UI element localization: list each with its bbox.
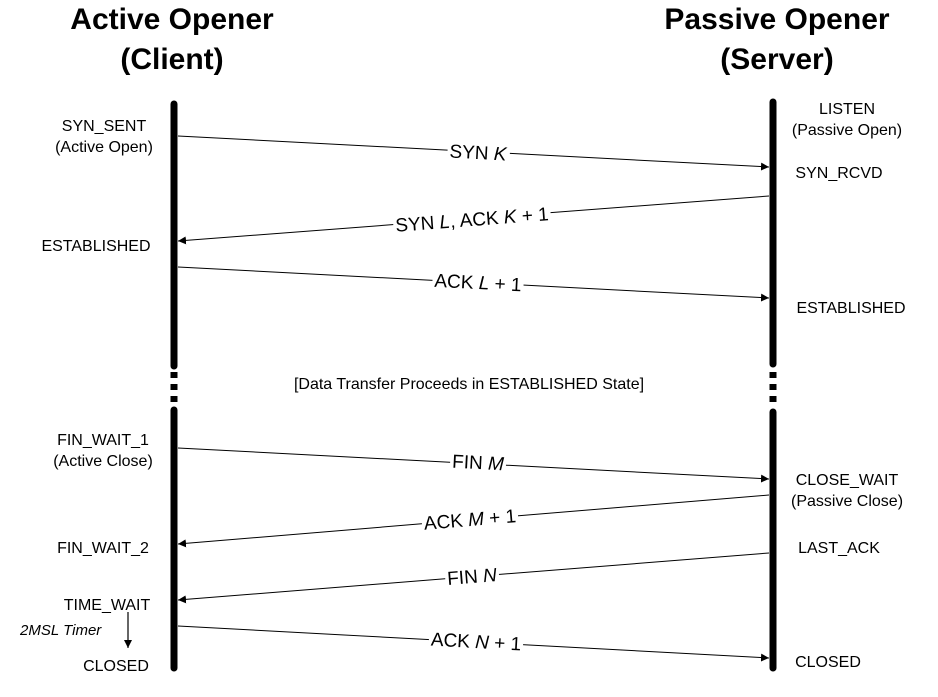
state-name: ESTABLISHED [796,300,906,317]
state-name: TIME_WAIT [63,597,151,614]
client-header-subtitle: (Client) [120,43,224,76]
state-name: SYN_SENT [61,118,147,135]
message-label: ACK M + 1 [423,506,517,535]
message-label-background [432,272,524,295]
client-state-established: ESTABLISHED [0,236,196,257]
state-name: LISTEN [818,101,875,118]
message-label-background [428,631,524,654]
server-state-closed: CLOSED [728,652,928,673]
message-label: FIN N [446,565,497,590]
state-name: LAST_ACK [798,540,880,557]
timer-label: 2MSL Timer [20,622,102,639]
state-name: CLOSE_WAIT [795,472,899,489]
message-label: ACK N + 1 [430,630,521,656]
state-note: (Active Open) [55,139,153,156]
message-label-background [444,566,500,589]
data-transfer-note: [Data Transfer Proceeds in ESTABLISHED S… [293,376,645,393]
message-label: FIN M [452,452,505,476]
state-name: CLOSED [795,654,861,671]
server-header-subtitle: (Server) [720,43,834,76]
state-note: (Active Close) [53,453,153,470]
message-label: ACK L + 1 [434,271,522,297]
state-name: CLOSED [83,658,149,675]
message-label-background [449,453,507,474]
state-note: (Passive Close) [790,493,904,510]
state-note: (Passive Open) [791,122,903,139]
message-label-background [447,143,511,164]
client-state-closed: CLOSED [16,656,216,677]
client-state-fin-wait-1: FIN_WAIT_1 (Active Close) [3,430,203,472]
server-state-listen: LISTEN (Passive Open) [747,99,938,141]
client-state-syn-sent: SYN_SENT (Active Open) [4,116,204,158]
message-label: SYN L, ACK K + 1 [395,204,550,237]
server-state-established: ESTABLISHED [751,298,938,319]
client-header-title: Active Opener [70,3,274,36]
server-state-close-wait: CLOSE_WAIT (Passive Close) [747,470,938,512]
state-name: SYN_RCVD [795,165,883,182]
client-header: Active Opener (Client) [12,0,332,80]
server-header-title: Passive Opener [664,3,890,36]
state-name: FIN_WAIT_1 [57,432,149,449]
client-state-time-wait: TIME_WAIT [7,595,207,616]
message-label: SYN K [449,142,508,166]
server-state-syn-rcvd: SYN_RCVD [739,163,938,184]
state-name: FIN_WAIT_2 [57,540,149,557]
message-label-background [392,206,552,235]
server-header: Passive Opener (Server) [617,0,937,80]
server-state-last-ack: LAST_ACK [739,538,938,559]
client-state-fin-wait-2: FIN_WAIT_2 [3,538,203,559]
message-label-background [421,508,519,533]
state-name: ESTABLISHED [41,238,151,255]
